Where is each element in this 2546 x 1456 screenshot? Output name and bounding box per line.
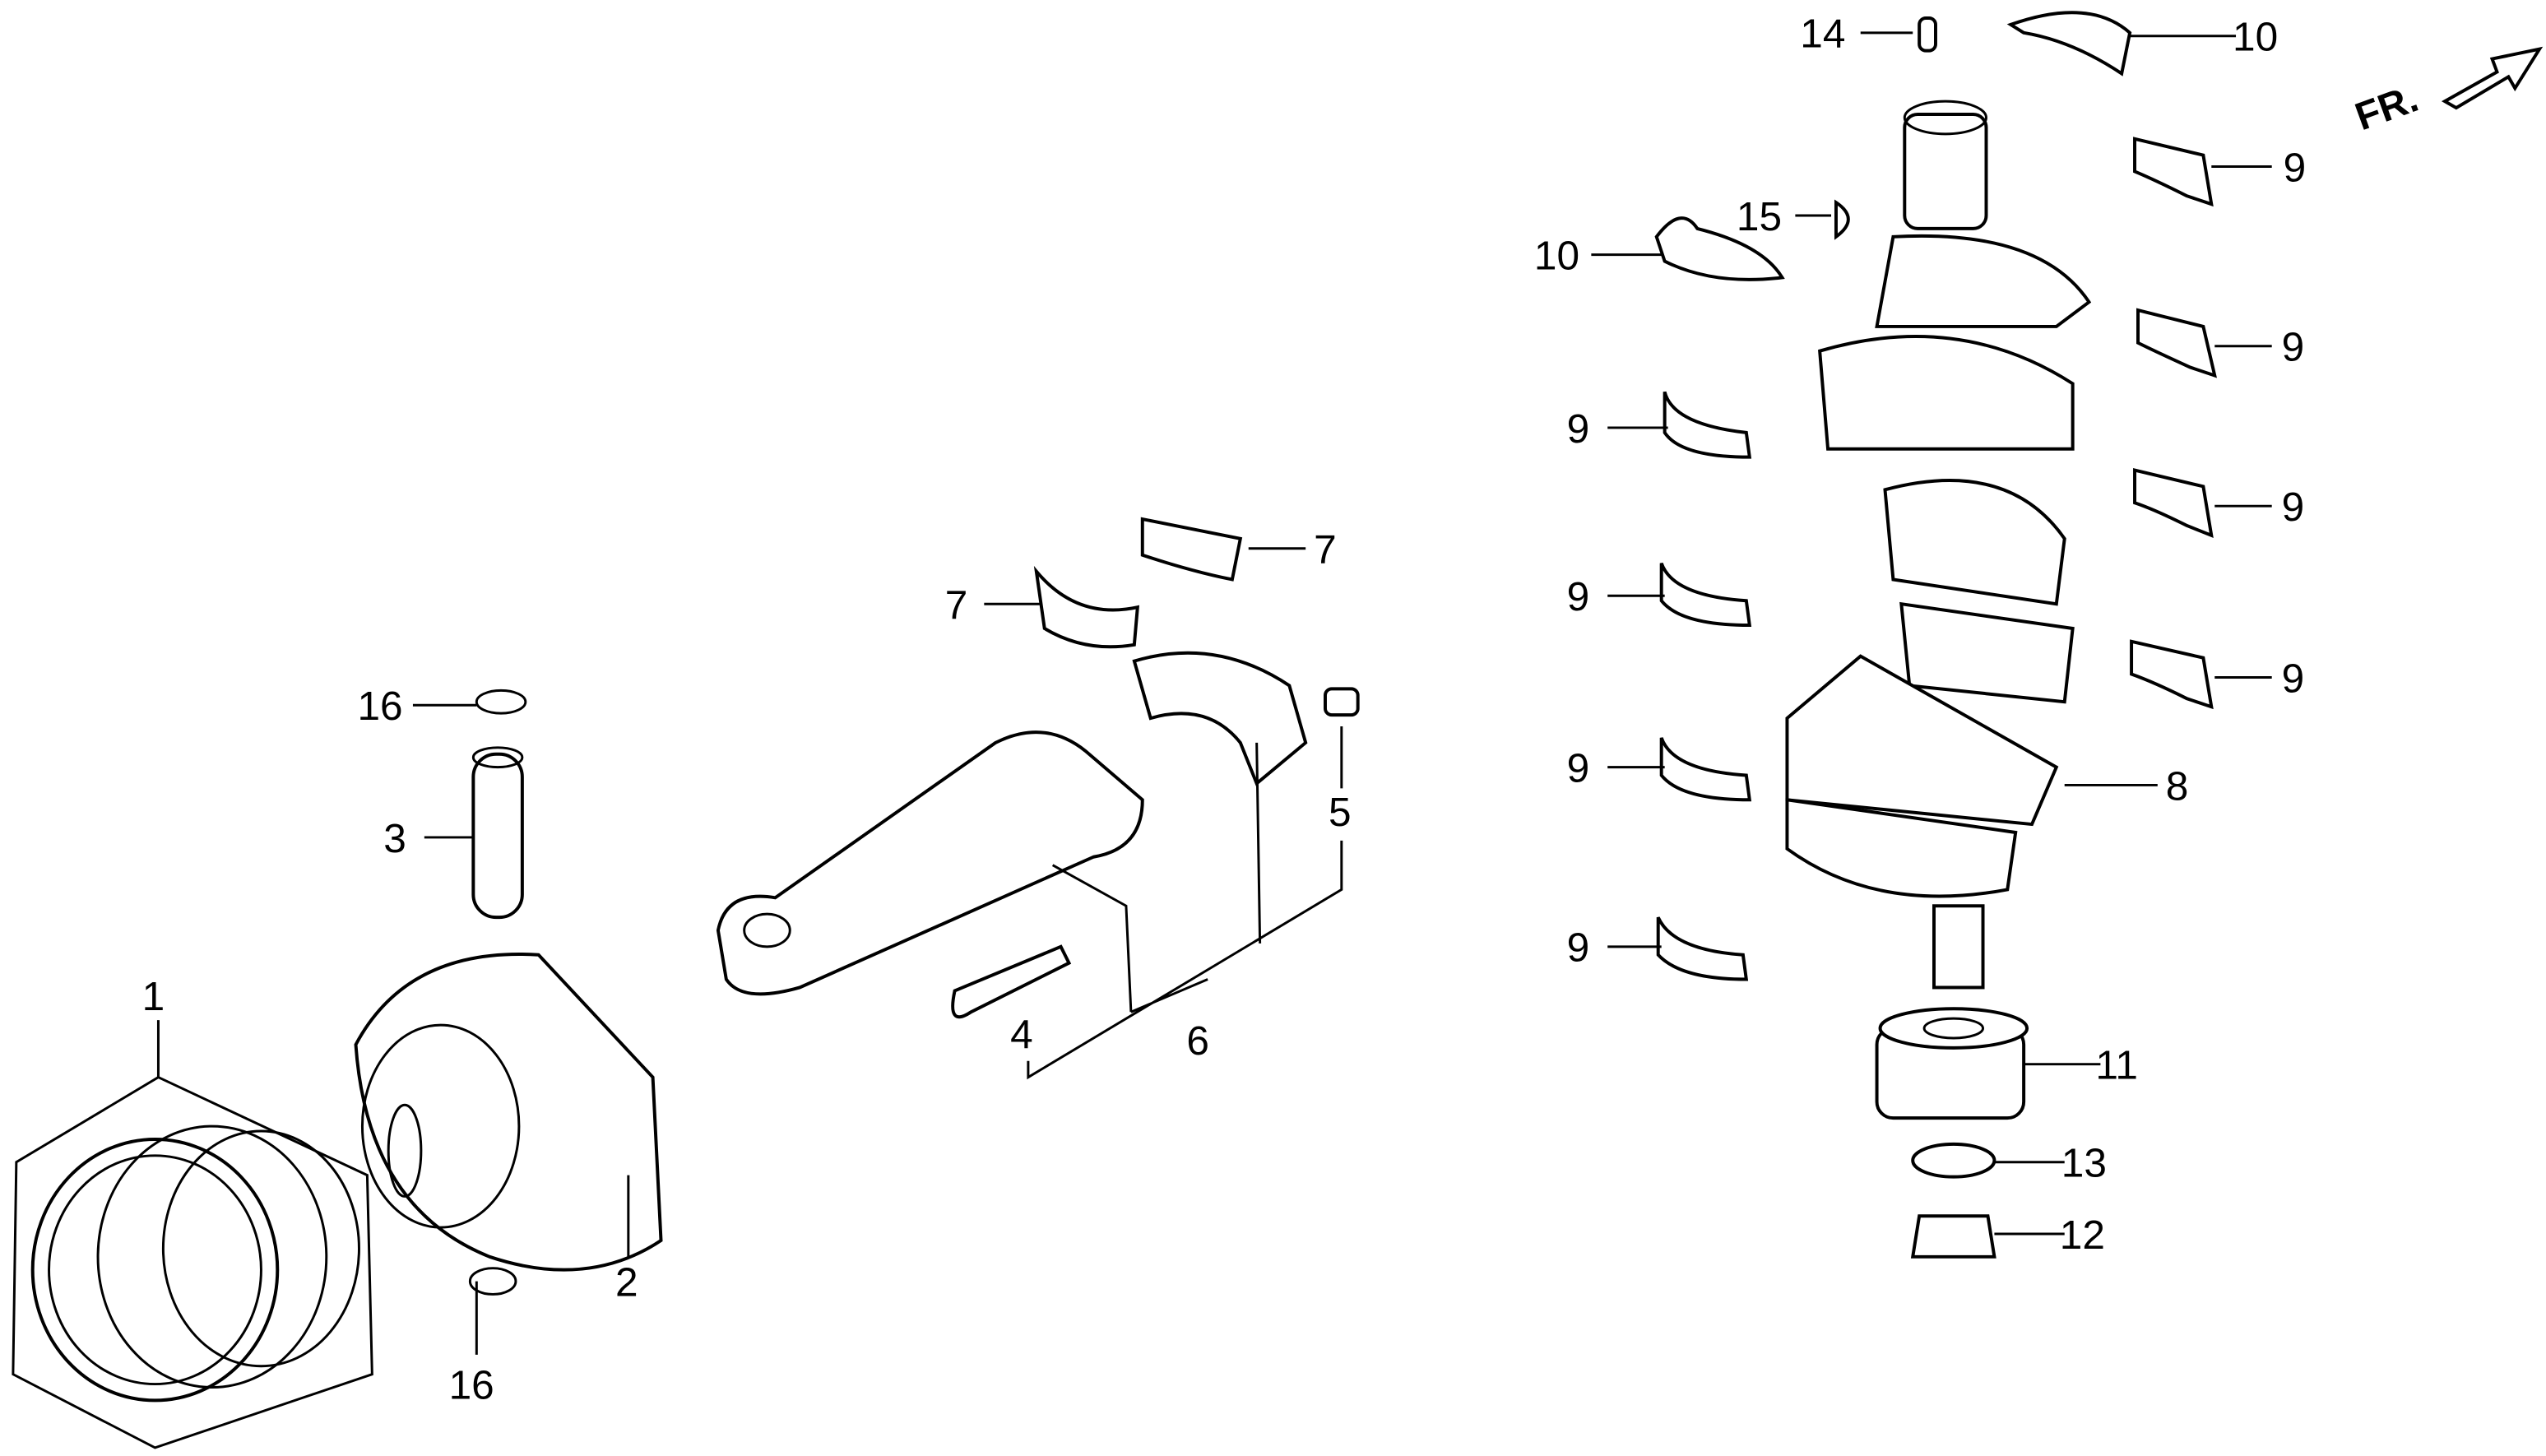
callout-16: 16 [449, 1361, 494, 1407]
callout-9: 9 [1567, 925, 1590, 971]
callout-9: 9 [2282, 484, 2305, 530]
callout-1: 1 [142, 973, 165, 1019]
callout-7: 7 [945, 582, 968, 628]
connecting-rod [716, 651, 1360, 1019]
flange-nut [1910, 1214, 1996, 1259]
callout-11: 11 [2095, 1042, 2137, 1088]
dowel-pin [1918, 16, 1937, 53]
piston-pin [471, 746, 524, 920]
callout-9: 9 [2282, 655, 2305, 701]
thrust-washer-top [2006, 11, 2132, 77]
callout-16: 16 [357, 683, 402, 729]
timing-gear [1875, 1007, 2029, 1120]
callout-9: 9 [1567, 406, 1590, 452]
callout-9: 9 [1567, 744, 1590, 791]
piston-ring-set [12, 1075, 373, 1449]
callout-10: 10 [1534, 233, 1579, 279]
callout-13: 13 [2061, 1140, 2107, 1186]
callout-6: 6 [1186, 1018, 1209, 1064]
callout-4: 4 [1010, 1011, 1033, 1057]
callout-9: 9 [2282, 324, 2305, 370]
piston-pin-clip-top [475, 689, 527, 715]
thrust-washer-left [1654, 216, 1785, 281]
callout-5: 5 [1329, 789, 1352, 835]
rod-bearing-upper [1140, 517, 1243, 582]
callout-15: 15 [1737, 193, 1782, 239]
crankshaft [1785, 100, 2092, 990]
callout-9: 9 [1567, 573, 1590, 619]
piston-pin-clip-bottom [468, 1267, 517, 1296]
callout-14: 14 [1800, 11, 1845, 57]
woodruff-key [1834, 199, 1850, 240]
callout-9: 9 [2284, 144, 2307, 190]
callouts: 14 10 9 15 10 9 9 9 7 7 9 9 16 9 8 5 3 9… [142, 11, 2307, 1408]
callout-12: 12 [2060, 1212, 2105, 1258]
front-direction-arrow: FR. [2349, 46, 2544, 139]
callout-2: 2 [615, 1259, 638, 1305]
callout-8: 8 [2166, 763, 2189, 809]
callout-10: 10 [2233, 14, 2278, 60]
washer [1911, 1142, 1996, 1179]
callout-3: 3 [383, 815, 406, 861]
piston [354, 953, 663, 1272]
callout-7: 7 [1314, 526, 1337, 573]
front-direction-label: FR. [2349, 77, 2423, 139]
rod-bearing-lower [1033, 565, 1140, 649]
main-bearings [1656, 137, 2217, 981]
